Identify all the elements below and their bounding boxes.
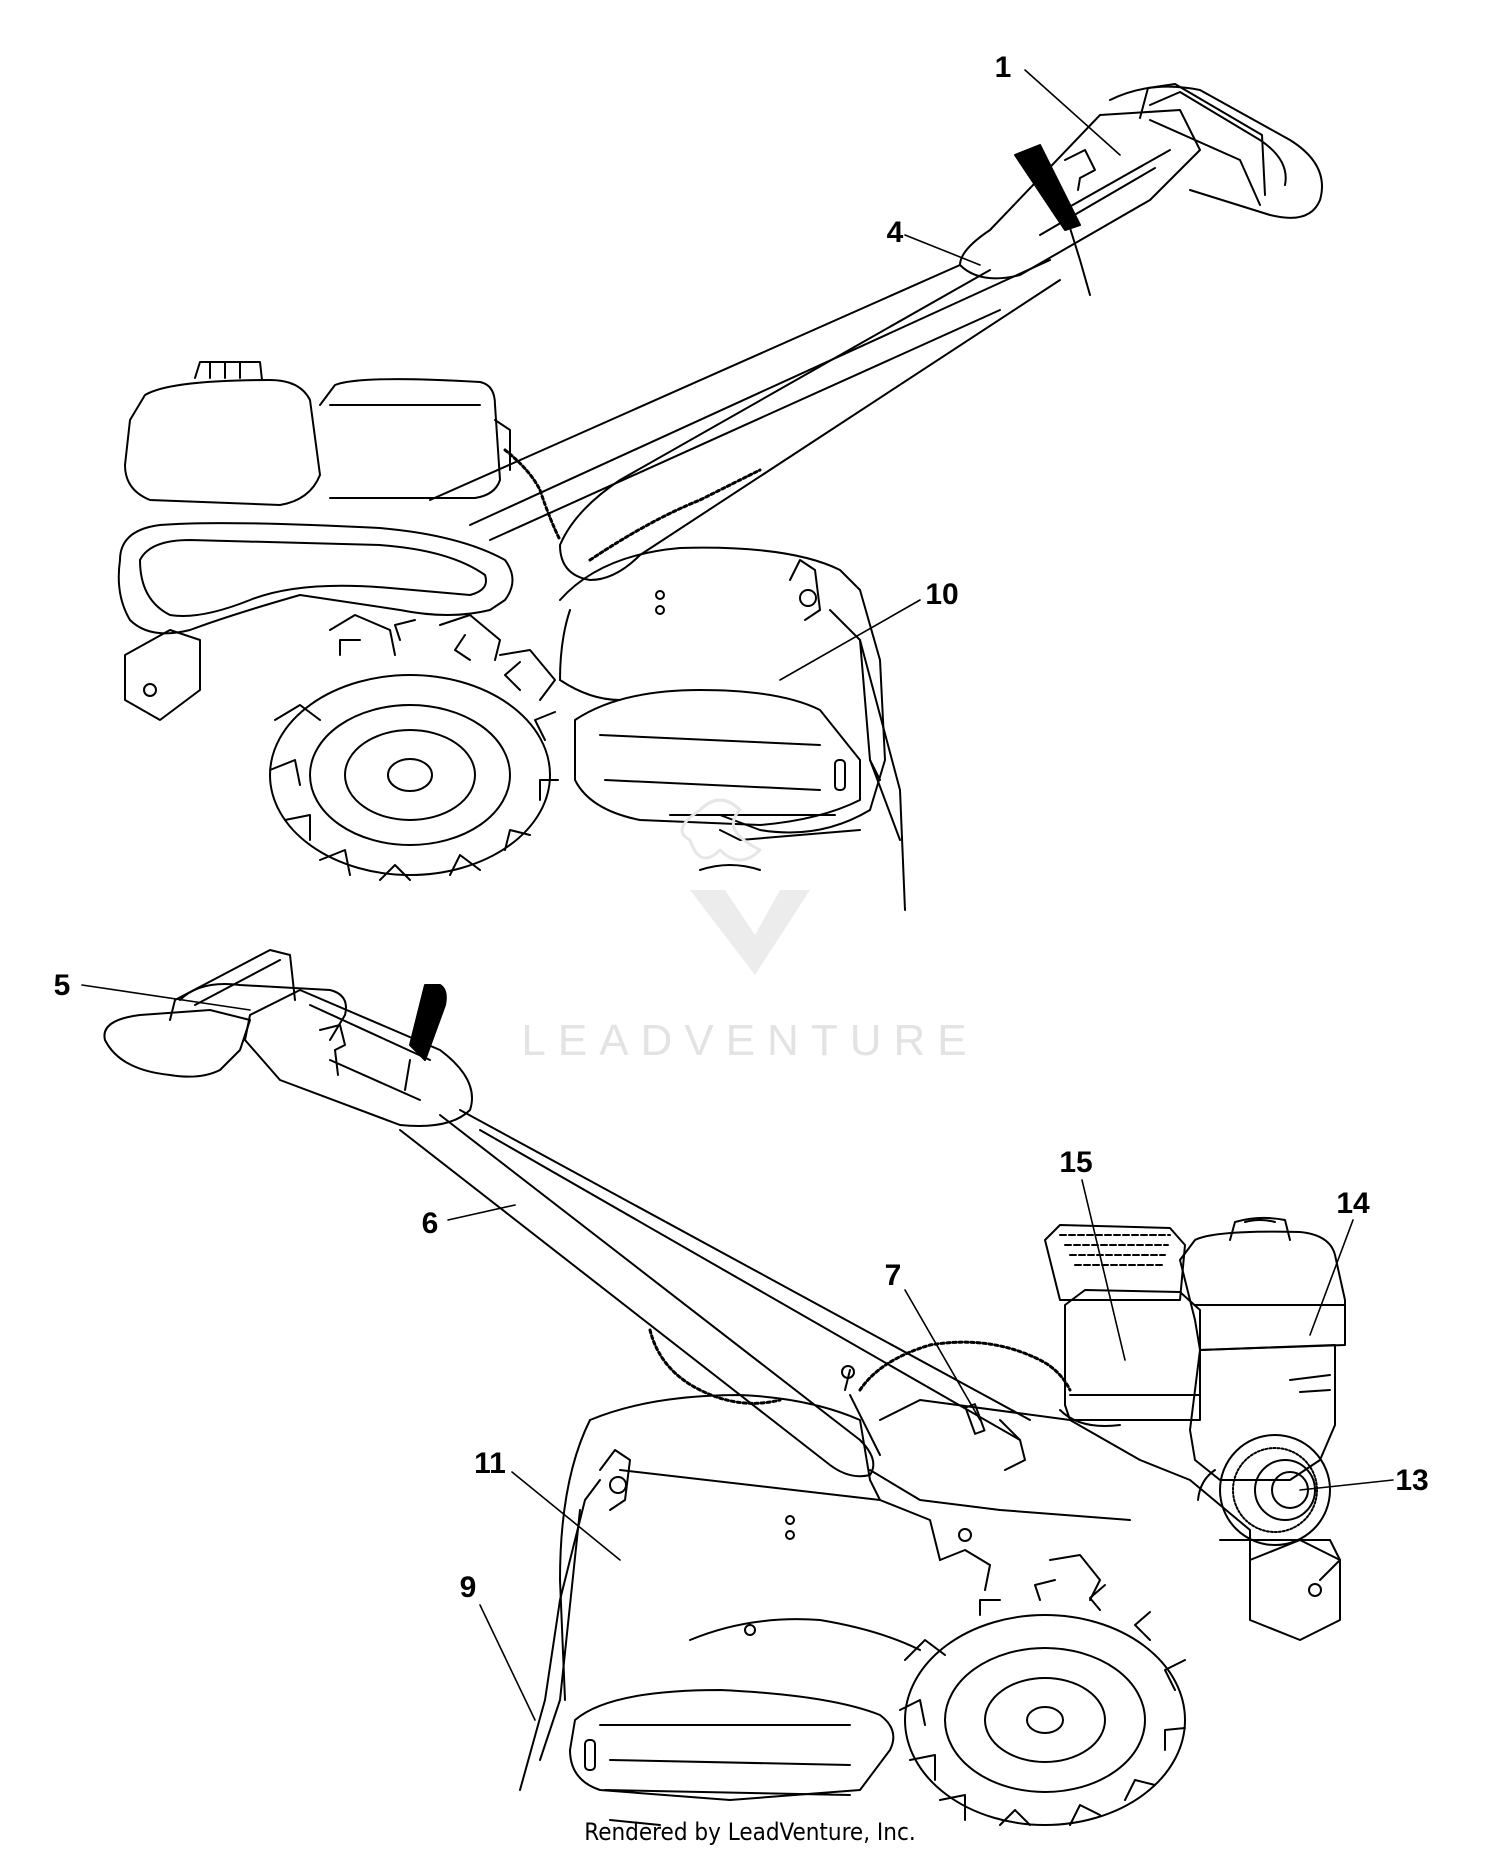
watermark-logo-icon <box>680 798 810 975</box>
callout-4: 4 <box>887 216 904 249</box>
callout-14: 14 <box>1336 1187 1370 1220</box>
rendered-by-footer: Rendered by LeadVenture, Inc. <box>584 1818 916 1846</box>
watermark-text: LEADVENTURE <box>521 1016 978 1065</box>
tiller-top-illustration <box>117 83 1323 911</box>
callout-9: 9 <box>460 1571 477 1604</box>
callout-7: 7 <box>885 1259 902 1292</box>
tiller-bottom-illustration <box>103 949 1346 1826</box>
leader-lines <box>81 69 1394 1721</box>
callout-15: 15 <box>1059 1146 1092 1179</box>
callout-1: 1 <box>995 51 1012 84</box>
callout-10: 10 <box>925 578 958 611</box>
callout-13: 13 <box>1395 1464 1428 1497</box>
callout-6: 6 <box>422 1207 439 1240</box>
callout-11: 11 <box>474 1447 506 1480</box>
callout-5: 5 <box>54 969 71 1002</box>
callout-labels: 1 4 10 5 6 7 15 14 13 11 9 <box>54 51 1429 1604</box>
